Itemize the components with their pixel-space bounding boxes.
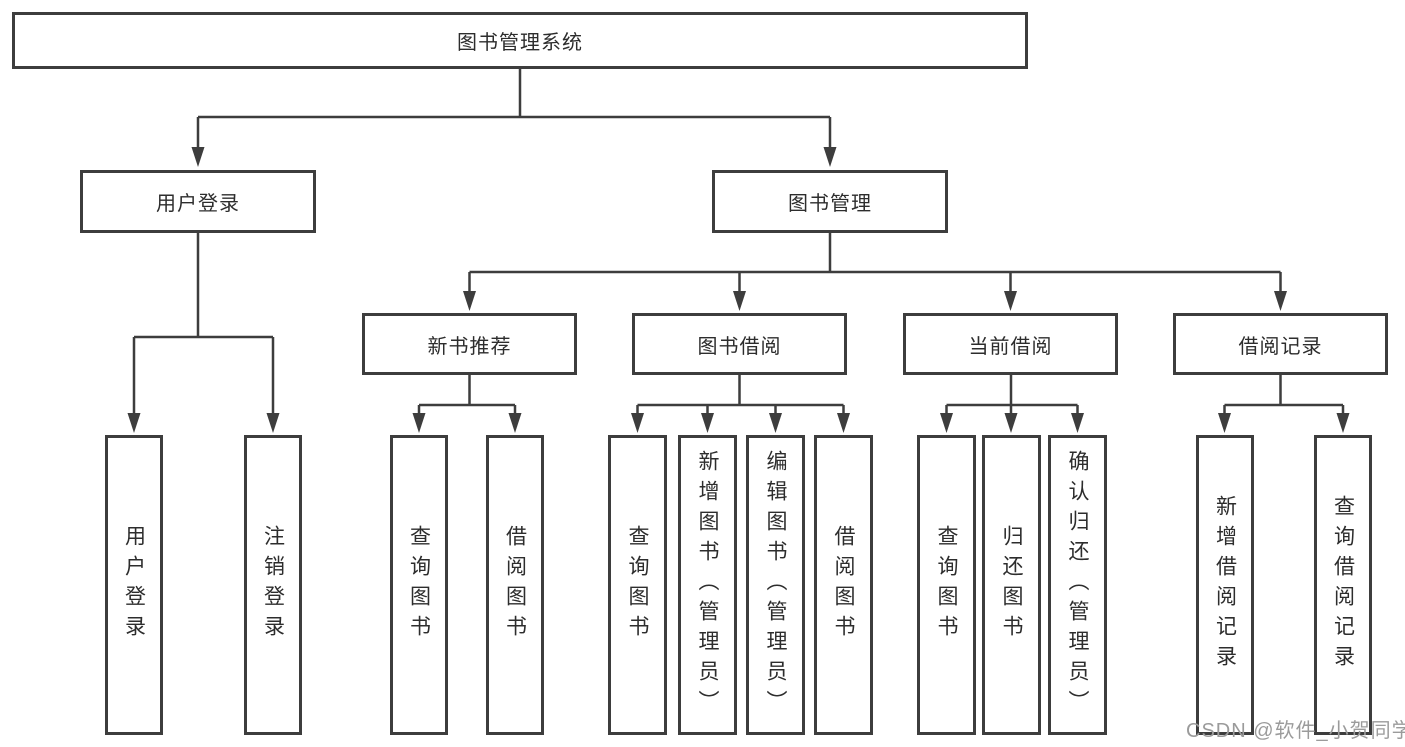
leaf-label: 查询图书 bbox=[407, 525, 431, 645]
arrow-down-icon bbox=[1274, 291, 1287, 311]
arrow-down-icon bbox=[769, 413, 782, 433]
leaf-query-book-recommend: 查询图书 bbox=[390, 435, 448, 735]
leaf-label: 查询借阅记录 bbox=[1331, 495, 1355, 675]
arrow-down-icon bbox=[191, 147, 205, 167]
arrow-down-icon bbox=[837, 413, 850, 433]
arrow-down-icon bbox=[1004, 291, 1017, 311]
leaf-query-book-current: 查询图书 bbox=[917, 435, 976, 735]
leaf-confirm-return-admin: 确认归还（管理员） bbox=[1048, 435, 1107, 735]
leaf-borrow-book: 借阅图书 bbox=[814, 435, 873, 735]
node-current-borrow: 当前借阅 bbox=[903, 313, 1118, 375]
leaf-label: 借阅图书 bbox=[503, 525, 527, 645]
node-book-management: 图书管理 bbox=[712, 170, 948, 233]
node-book-borrow: 图书借阅 bbox=[632, 313, 847, 375]
leaf-label: 查询图书 bbox=[626, 525, 649, 645]
leaf-label: 借阅图书 bbox=[832, 525, 855, 645]
leaf-label: 新增借阅记录 bbox=[1213, 495, 1237, 675]
connector-paths bbox=[132, 68, 1345, 420]
arrow-down-icon bbox=[1071, 413, 1084, 433]
leaf-label: 注销登录 bbox=[261, 525, 285, 645]
leaf-borrow-book-recommend: 借阅图书 bbox=[486, 435, 544, 735]
leaf-user-login: 用户登录 bbox=[105, 435, 163, 735]
leaf-label: 确认归还（管理员） bbox=[1066, 450, 1089, 720]
arrow-down-icon bbox=[733, 291, 746, 311]
node-root-system: 图书管理系统 bbox=[12, 12, 1028, 69]
leaf-label: 归还图书 bbox=[1000, 525, 1023, 645]
leaf-query-borrow-record: 查询借阅记录 bbox=[1314, 435, 1372, 735]
arrow-down-icon bbox=[631, 413, 644, 433]
leaf-query-book-borrow: 查询图书 bbox=[608, 435, 667, 735]
arrow-down-icon bbox=[940, 413, 953, 433]
leaf-logout: 注销登录 bbox=[244, 435, 302, 735]
arrow-down-icon bbox=[1336, 413, 1350, 433]
leaf-label: 编辑图书（管理员） bbox=[764, 450, 787, 720]
leaf-label: 新增图书（管理员） bbox=[696, 450, 719, 720]
arrow-down-icon bbox=[1218, 413, 1231, 433]
leaf-edit-book-admin: 编辑图书（管理员） bbox=[746, 435, 805, 735]
arrow-down-icon bbox=[701, 413, 714, 433]
arrowheads bbox=[127, 147, 1350, 433]
csdn-watermark: CSDN @软件_小贺同学 bbox=[1186, 720, 1405, 742]
arrow-down-icon bbox=[463, 291, 476, 311]
leaf-add-book-admin: 新增图书（管理员） bbox=[678, 435, 737, 735]
node-user-login: 用户登录 bbox=[80, 170, 316, 233]
arrow-down-icon bbox=[127, 413, 141, 433]
leaf-return-book: 归还图书 bbox=[982, 435, 1041, 735]
node-borrow-record: 借阅记录 bbox=[1173, 313, 1388, 375]
arrow-down-icon bbox=[266, 413, 280, 433]
arrow-down-icon bbox=[412, 413, 426, 433]
leaf-label: 用户登录 bbox=[122, 525, 146, 645]
arrow-down-icon bbox=[508, 413, 522, 433]
node-new-book-recommend: 新书推荐 bbox=[362, 313, 577, 375]
arrow-down-icon bbox=[823, 147, 837, 167]
leaf-add-borrow-record: 新增借阅记录 bbox=[1196, 435, 1254, 735]
arrow-down-icon bbox=[1004, 413, 1018, 433]
leaf-label: 查询图书 bbox=[935, 525, 958, 645]
